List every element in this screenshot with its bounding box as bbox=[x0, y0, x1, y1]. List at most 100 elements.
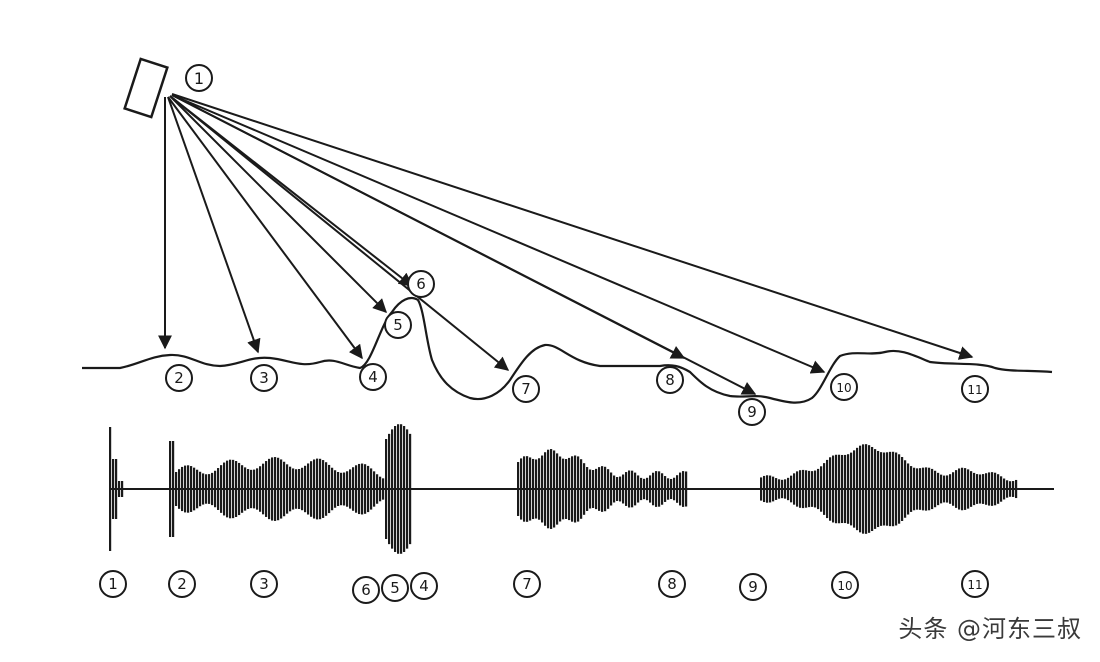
waveform-bar bbox=[946, 475, 949, 503]
waveform-bar bbox=[178, 469, 181, 509]
waveform-bar bbox=[400, 424, 403, 554]
waveform-bar bbox=[1003, 478, 1006, 500]
waveform-bar bbox=[571, 456, 574, 522]
waveform-bar bbox=[865, 444, 868, 534]
waveform-bar bbox=[406, 429, 409, 549]
waveform-bar bbox=[361, 463, 364, 515]
waveform-bar bbox=[1000, 476, 1003, 502]
waveform-bar bbox=[580, 459, 583, 519]
waveform-bar bbox=[373, 471, 376, 507]
waveform-bar bbox=[850, 452, 853, 526]
waveform-bar bbox=[562, 458, 565, 520]
waveform-bar bbox=[613, 475, 616, 503]
waveform-bar bbox=[994, 472, 997, 506]
waveform-bar bbox=[859, 445, 862, 533]
waveform-bar bbox=[976, 474, 979, 504]
waveform-bar bbox=[919, 468, 922, 510]
waveform-bar bbox=[169, 441, 172, 537]
bottom-marker-6: 6 bbox=[352, 576, 380, 604]
svg-text:4: 4 bbox=[368, 368, 378, 386]
waveform-bar bbox=[676, 475, 679, 503]
waveform-bar bbox=[844, 454, 847, 524]
waveform-bar bbox=[991, 472, 994, 506]
waveform-bar bbox=[829, 457, 832, 521]
waveform-bar bbox=[223, 462, 226, 516]
waveform-bar bbox=[835, 454, 838, 524]
waveform-bar bbox=[211, 472, 214, 506]
waveform-bar bbox=[862, 444, 865, 534]
svg-text:8: 8 bbox=[665, 371, 675, 389]
waveform-bar bbox=[397, 424, 400, 554]
waveform-bar bbox=[199, 471, 202, 507]
waveform-bar bbox=[541, 455, 544, 523]
waveform-bar bbox=[265, 461, 268, 517]
waveform-bar bbox=[826, 459, 829, 519]
waveform-bar bbox=[880, 452, 883, 526]
waveform-bar bbox=[382, 478, 385, 500]
svg-text:6: 6 bbox=[361, 581, 371, 599]
waveform-bar bbox=[808, 470, 811, 508]
waveform-bar bbox=[517, 462, 520, 516]
waveform-bar bbox=[181, 466, 184, 512]
waveform-bar bbox=[979, 474, 982, 504]
waveform-bar bbox=[973, 472, 976, 506]
waveform-bar bbox=[388, 433, 391, 545]
top-marker-2: 2 bbox=[165, 364, 193, 392]
waveform-bar bbox=[889, 451, 892, 527]
waveform-bar bbox=[790, 475, 793, 503]
svg-text:6: 6 bbox=[416, 275, 426, 293]
beam-7 bbox=[169, 95, 510, 371]
waveform-bar bbox=[355, 465, 358, 513]
waveform-bar bbox=[358, 463, 361, 515]
waveform-bar bbox=[175, 472, 178, 506]
waveform-bar bbox=[307, 463, 310, 515]
waveform-bar bbox=[679, 472, 682, 506]
beam-4 bbox=[167, 96, 363, 360]
waveform-bar bbox=[109, 427, 112, 551]
waveform-bar bbox=[799, 470, 802, 508]
waveform-bar bbox=[172, 441, 175, 537]
waveform-bar bbox=[622, 474, 625, 504]
waveform-bar bbox=[832, 455, 835, 523]
svg-text:3: 3 bbox=[259, 575, 269, 593]
waveform-bar bbox=[616, 477, 619, 501]
waveform-bar bbox=[598, 467, 601, 511]
waveform-bar bbox=[529, 457, 532, 521]
waveform-bar bbox=[814, 470, 817, 508]
waveform-bar bbox=[961, 467, 964, 511]
waveform-bar bbox=[586, 467, 589, 511]
waveform-bar bbox=[115, 459, 118, 519]
waveform-bar bbox=[637, 475, 640, 503]
bottom-marker-4: 4 bbox=[410, 572, 438, 600]
waveform-bar bbox=[838, 454, 841, 524]
top-marker-8: 8 bbox=[656, 366, 684, 394]
waveform-bar bbox=[322, 460, 325, 518]
waveform-bar bbox=[289, 466, 292, 512]
waveform-bar bbox=[334, 470, 337, 508]
waveform-bar bbox=[907, 463, 910, 515]
source-label: 1 bbox=[185, 64, 213, 92]
waveform-bar bbox=[646, 477, 649, 501]
waveform-bar bbox=[376, 474, 379, 504]
waveform-bar bbox=[964, 468, 967, 510]
waveform-bar bbox=[667, 478, 670, 500]
waveform-bar bbox=[922, 467, 925, 511]
waveform-bar bbox=[256, 468, 259, 510]
waveform-bar bbox=[811, 471, 814, 507]
waveform-bar bbox=[364, 464, 367, 514]
waveform-bar bbox=[229, 459, 232, 519]
bottom-marker-11: 11 bbox=[961, 570, 989, 598]
svg-text:1: 1 bbox=[194, 69, 204, 88]
waveform-bar bbox=[526, 456, 529, 522]
waveform-bar bbox=[268, 458, 271, 520]
transducer-icon bbox=[123, 57, 169, 119]
beam-5 bbox=[169, 95, 387, 313]
beam-11 bbox=[171, 93, 974, 360]
waveform-bar bbox=[787, 477, 790, 501]
waveform-bar bbox=[925, 467, 928, 511]
top-marker-7: 7 bbox=[512, 375, 540, 403]
waveform-bar bbox=[931, 468, 934, 510]
bottom-marker-7: 7 bbox=[513, 570, 541, 598]
